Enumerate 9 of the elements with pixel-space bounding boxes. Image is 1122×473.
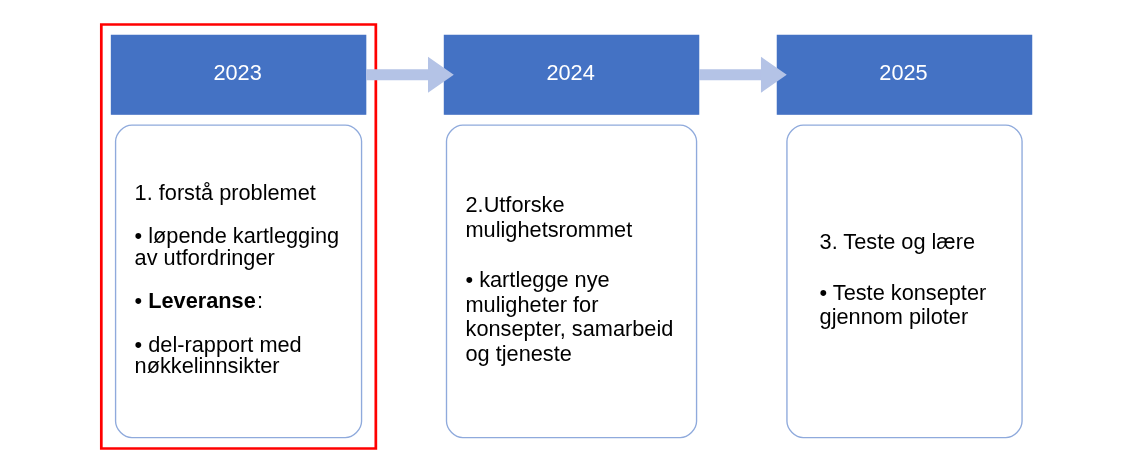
node-box: 2023 xyxy=(110,34,367,115)
node-box: 2.Utforske mulighetsrommet • kartlegge nye muligheter for konsepter, samarbeid og tjeneste xyxy=(445,124,698,439)
arrow xyxy=(699,56,787,93)
node-box: 1. forstå problemet • løpende kartlegging av utfordringer • Leveranse: • del-rapport med nøkkelinnsikter xyxy=(114,124,363,439)
arrow xyxy=(366,56,454,93)
node-box: 3. Teste og lære • Teste konsepter gjennom piloter xyxy=(786,124,1023,439)
node-box: 2025 xyxy=(776,34,1033,115)
cluster xyxy=(99,23,378,450)
node-box: 2024 xyxy=(443,34,700,115)
